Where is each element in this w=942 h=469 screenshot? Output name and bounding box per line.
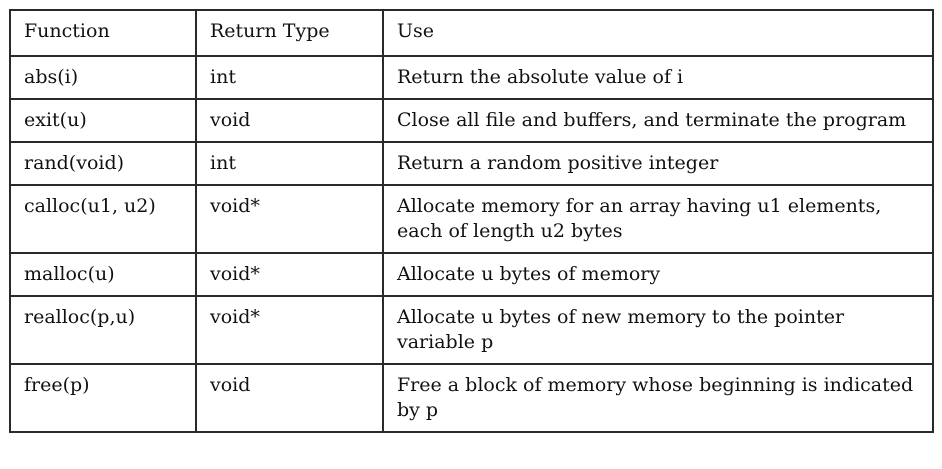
- header-row: Function Return Type Use: [9, 9, 934, 57]
- header-function: Function: [9, 9, 197, 57]
- function-cell: abs(i): [9, 55, 197, 100]
- table-header: Function Return Type Use: [9, 9, 934, 57]
- function-cell: malloc(u): [9, 252, 197, 297]
- return-type-cell: void*: [195, 184, 384, 254]
- table-row: realloc(p,u) void* Allocate u bytes of n…: [9, 295, 934, 365]
- header-return-type: Return Type: [195, 9, 384, 57]
- return-type-cell: int: [195, 141, 384, 186]
- function-table: Function Return Type Use abs(i) int Retu…: [9, 9, 934, 433]
- use-cell: Return a random positive integer: [382, 141, 934, 186]
- return-type-cell: void: [195, 363, 384, 433]
- use-cell: Allocate u bytes of memory: [382, 252, 934, 297]
- function-cell: realloc(p,u): [9, 295, 197, 365]
- return-type-cell: void*: [195, 295, 384, 365]
- table-row: free(p) void Free a block of memory whos…: [9, 363, 934, 433]
- use-cell: Allocate memory for an array having u1 e…: [382, 184, 934, 254]
- return-type-cell: void: [195, 98, 384, 143]
- use-cell: Return the absolute value of i: [382, 55, 934, 100]
- return-type-cell: int: [195, 55, 384, 100]
- table-body: abs(i) int Return the absolute value of …: [9, 55, 934, 433]
- table-row: rand(void) int Return a random positive …: [9, 141, 934, 186]
- function-cell: rand(void): [9, 141, 197, 186]
- use-cell: Free a block of memory whose beginning i…: [382, 363, 934, 433]
- function-cell: calloc(u1, u2): [9, 184, 197, 254]
- table-row: abs(i) int Return the absolute value of …: [9, 55, 934, 100]
- table-row: exit(u) void Close all file and buffers,…: [9, 98, 934, 143]
- use-cell: Close all file and buffers, and terminat…: [382, 98, 934, 143]
- function-cell: free(p): [9, 363, 197, 433]
- table-row: calloc(u1, u2) void* Allocate memory for…: [9, 184, 934, 254]
- use-cell: Allocate u bytes of new memory to the po…: [382, 295, 934, 365]
- table-row: malloc(u) void* Allocate u bytes of memo…: [9, 252, 934, 297]
- return-type-cell: void*: [195, 252, 384, 297]
- header-use: Use: [382, 9, 934, 57]
- function-cell: exit(u): [9, 98, 197, 143]
